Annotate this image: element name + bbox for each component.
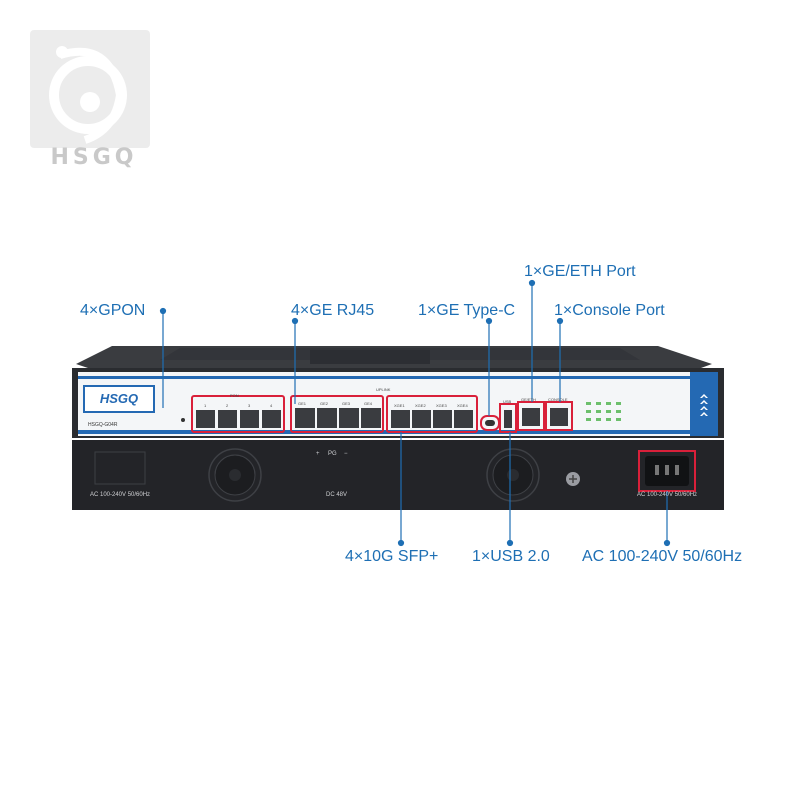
- pg-minus: −: [344, 451, 348, 457]
- console-port: [550, 408, 568, 426]
- pg-label: PG: [328, 451, 337, 457]
- callout-usb: 1×USB 2.0: [472, 548, 550, 565]
- sfp-port: [433, 410, 452, 428]
- power-led: [181, 418, 185, 422]
- callout-lines: [159, 279, 671, 547]
- usb-highlight: [499, 403, 517, 433]
- pon-port: [196, 410, 215, 428]
- callout-ge-eth: 1×GE/ETH Port: [524, 263, 636, 280]
- pg-plus: +: [316, 451, 320, 457]
- device-brand-text: HSGQ: [99, 391, 139, 406]
- pon-number: 3: [248, 403, 251, 408]
- ge-port-label: GE1: [298, 401, 307, 406]
- chassis-rear: [72, 440, 724, 510]
- sfp-port: [412, 410, 431, 428]
- sfp-port-label: XGE1: [394, 403, 405, 408]
- callout-gpon: 4×GPON: [80, 302, 146, 319]
- ge-port: [295, 408, 315, 428]
- console-label: CONSOLE: [548, 397, 568, 402]
- blue-end-cap: [690, 372, 718, 436]
- status-leds: [586, 402, 621, 421]
- sfp-highlight: [386, 395, 478, 433]
- usb-label: USB: [503, 399, 512, 404]
- fan-right: [486, 448, 540, 502]
- eth-port: [522, 408, 540, 426]
- pon-number: 2: [226, 403, 229, 408]
- sfp-port: [391, 410, 410, 428]
- sfp-port-label: XGE3: [436, 403, 447, 408]
- ge-port: [317, 408, 337, 428]
- pon-number: 1: [204, 403, 207, 408]
- pon-port: [262, 410, 281, 428]
- ge-port: [361, 408, 381, 428]
- usb-port: [504, 410, 512, 428]
- ge-port-label: GE4: [364, 401, 373, 406]
- ac-rating-left: AC 100-240V 50/60Hz: [90, 492, 151, 498]
- eth-label: GE/ETH: [521, 397, 536, 402]
- pon-port: [240, 410, 259, 428]
- type-c-port: [485, 420, 495, 426]
- sfp-port: [454, 410, 473, 428]
- model-label: HSGQ-G04R: [88, 422, 118, 428]
- ge-port: [339, 408, 359, 428]
- sfp-port-label: XGE4: [457, 403, 468, 408]
- callout-ac: AC 100-240V 50/60Hz: [582, 548, 743, 565]
- callout-console: 1×Console Port: [554, 302, 665, 319]
- sfp-port-label: XGE2: [415, 403, 426, 408]
- callout-ge-rj45: 4×GE RJ45: [291, 302, 375, 319]
- pon-number: 4: [270, 403, 273, 408]
- ge-port-label: GE3: [342, 401, 351, 406]
- pon-highlight: [191, 395, 285, 433]
- pon-group-label: PON: [230, 393, 239, 398]
- fan-left: [208, 448, 262, 502]
- pon-port: [218, 410, 237, 428]
- ge-highlight: [290, 395, 384, 433]
- eth-highlight: [517, 401, 545, 431]
- brand-badge: [83, 385, 155, 413]
- ac-rating-right: AC 100-240V 50/60Hz: [637, 492, 698, 498]
- uplink-label: UPLINK: [376, 387, 391, 392]
- dc-label: DC 48V: [326, 492, 348, 498]
- console-highlight: [545, 401, 573, 431]
- callout-sfp: 4×10G SFP+: [345, 548, 439, 565]
- callout-type-c: 1×GE Type-C: [418, 302, 516, 319]
- ge-port-label: GE2: [320, 401, 329, 406]
- watermark-brand-text: HSGQ: [50, 145, 138, 170]
